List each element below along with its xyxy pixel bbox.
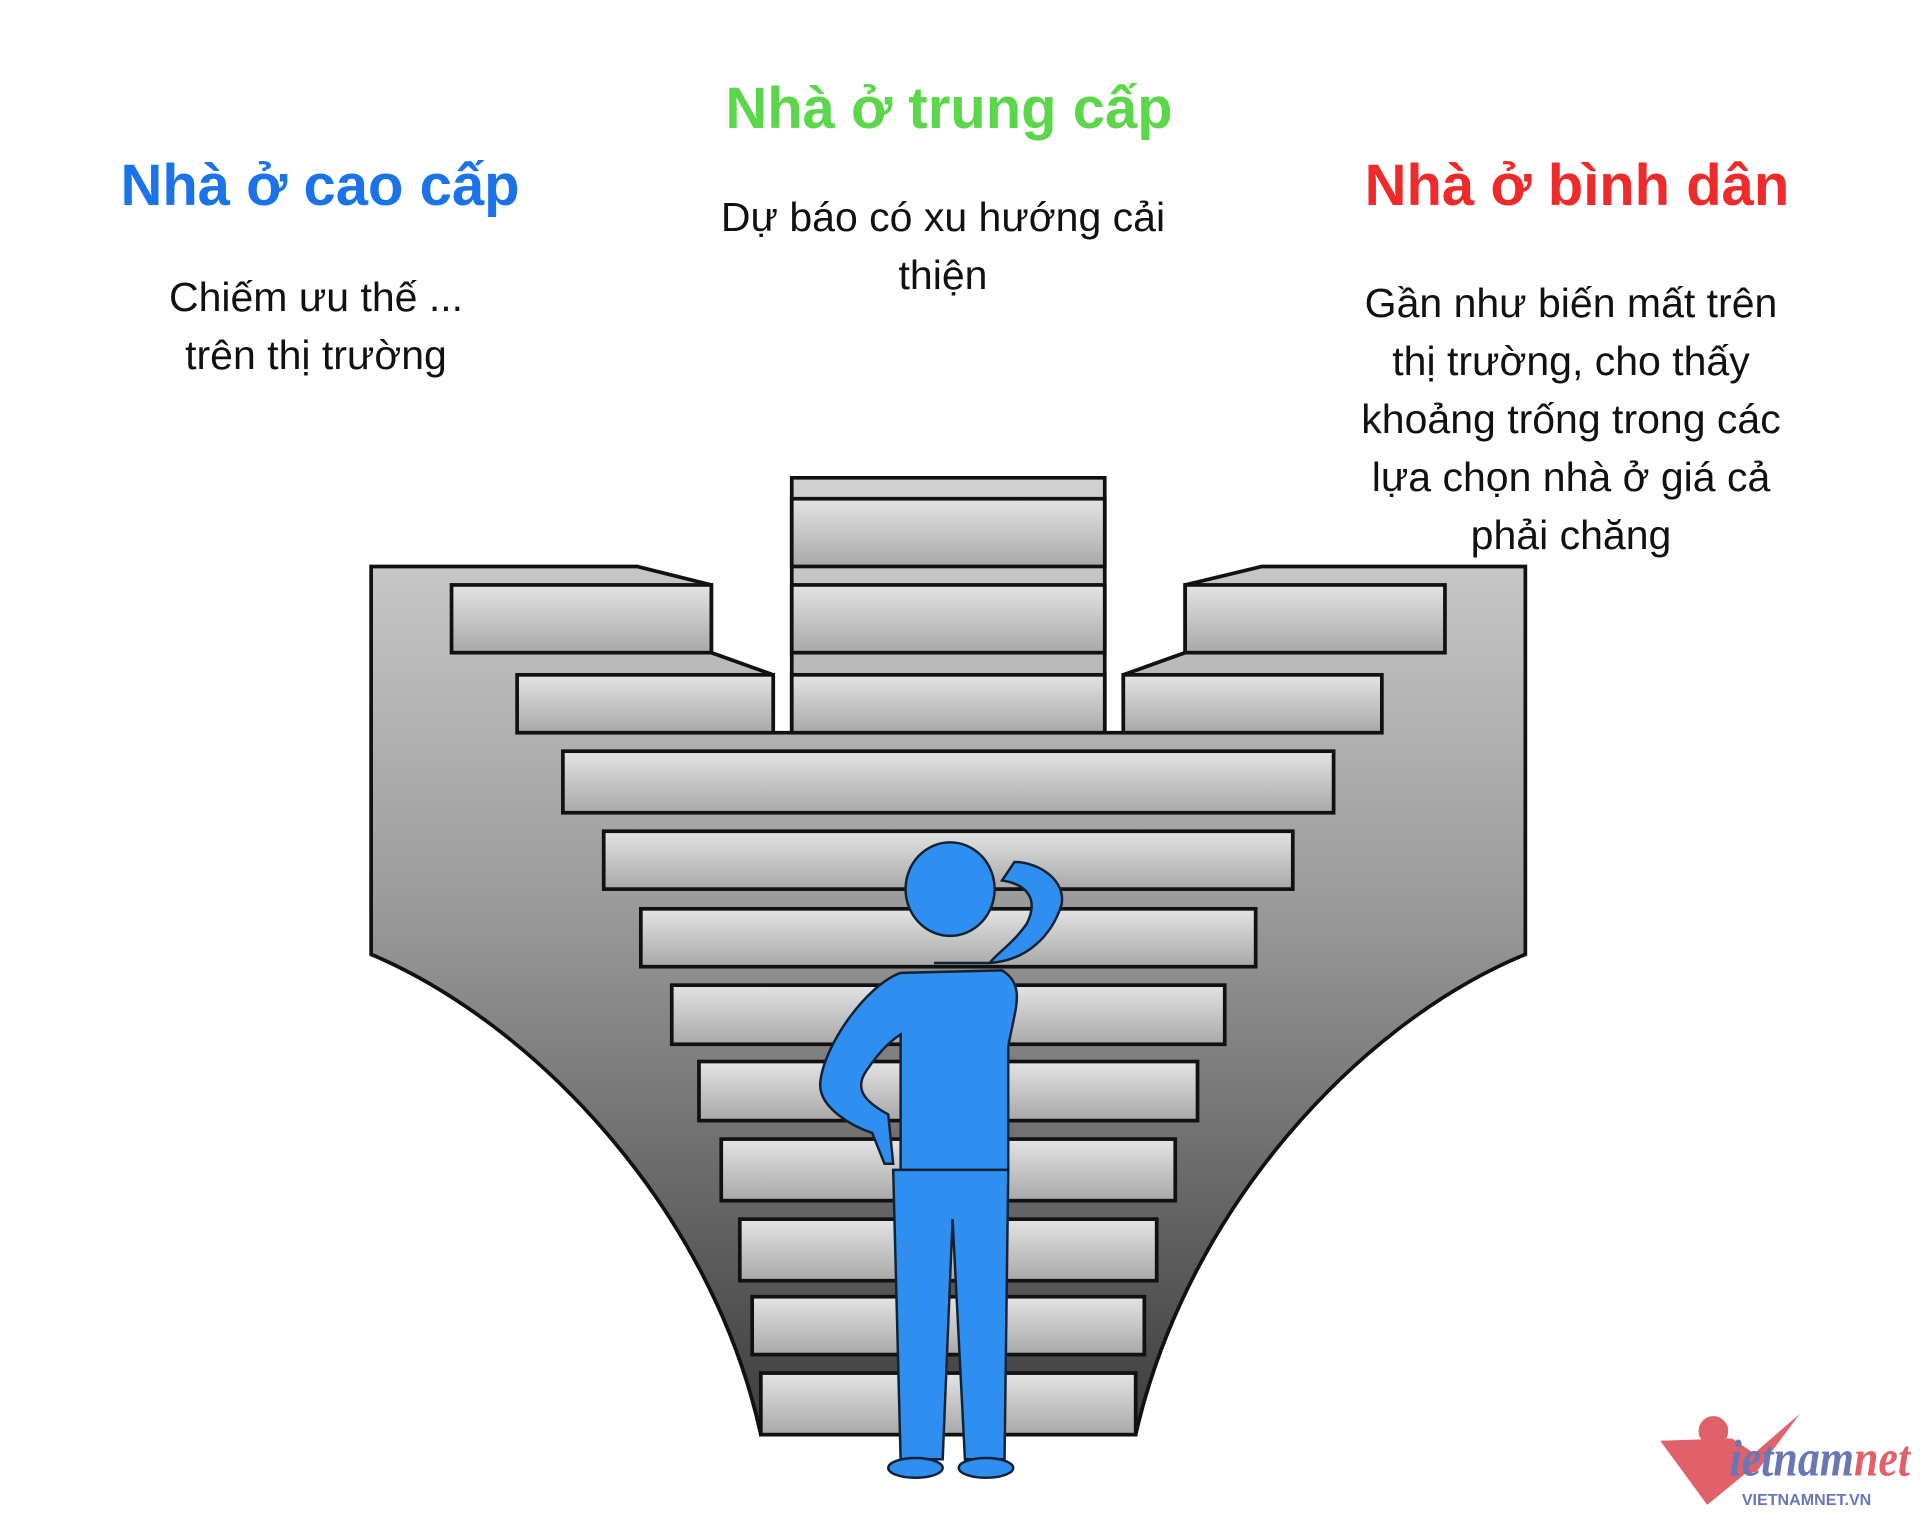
stair-step — [515, 672, 776, 735]
desc-line: Dự báo có xu hướng cải — [720, 194, 1166, 240]
desc-line: lựa chọn nhà ở giá cả — [1371, 454, 1771, 500]
vietnamnet-logo: ietnamnet VIETNAMNET.VN — [1660, 1413, 1911, 1509]
stair-step — [789, 496, 1107, 569]
logo-sub: VIETNAMNET.VN — [1742, 1491, 1871, 1509]
stair-step — [758, 1371, 1138, 1437]
desc-line: thiện — [898, 252, 988, 298]
logo-main-blue: ietnam — [1729, 1430, 1853, 1487]
desc-mid-range: Dự báo có xu hướng cải thiện — [721, 188, 1165, 304]
logo-main-red: net — [1854, 1430, 1911, 1487]
title-mid-range: Nhà ở trung cấp — [725, 76, 1173, 141]
stair-step — [1183, 583, 1447, 655]
person-figure — [818, 841, 1064, 1479]
stair-step — [789, 583, 1107, 655]
desc-line: Chiếm ưu thế ... — [168, 274, 464, 320]
desc-line: Gần như biến mất trên — [1364, 280, 1778, 326]
desc-high-end: Chiếm ưu thế ... trên thị trường — [169, 268, 463, 384]
title-high-end: Nhà ở cao cấp — [120, 153, 520, 218]
desc-affordable: Gần như biến mất trên thị trường, cho th… — [1361, 274, 1780, 564]
desc-line: trên thị trường — [185, 332, 447, 378]
desc-line: thị trường, cho thấy — [1392, 338, 1750, 384]
logo-wordmark: ietnamnet — [1729, 1430, 1911, 1487]
stair-step — [789, 672, 1107, 735]
desc-line: phải chăng — [1470, 512, 1672, 558]
stair-step — [449, 583, 714, 655]
title-affordable: Nhà ở bình dân — [1364, 153, 1790, 218]
stair-step — [561, 749, 1336, 815]
desc-line: khoảng trống trong các — [1361, 396, 1781, 442]
stair-step — [1121, 672, 1384, 735]
